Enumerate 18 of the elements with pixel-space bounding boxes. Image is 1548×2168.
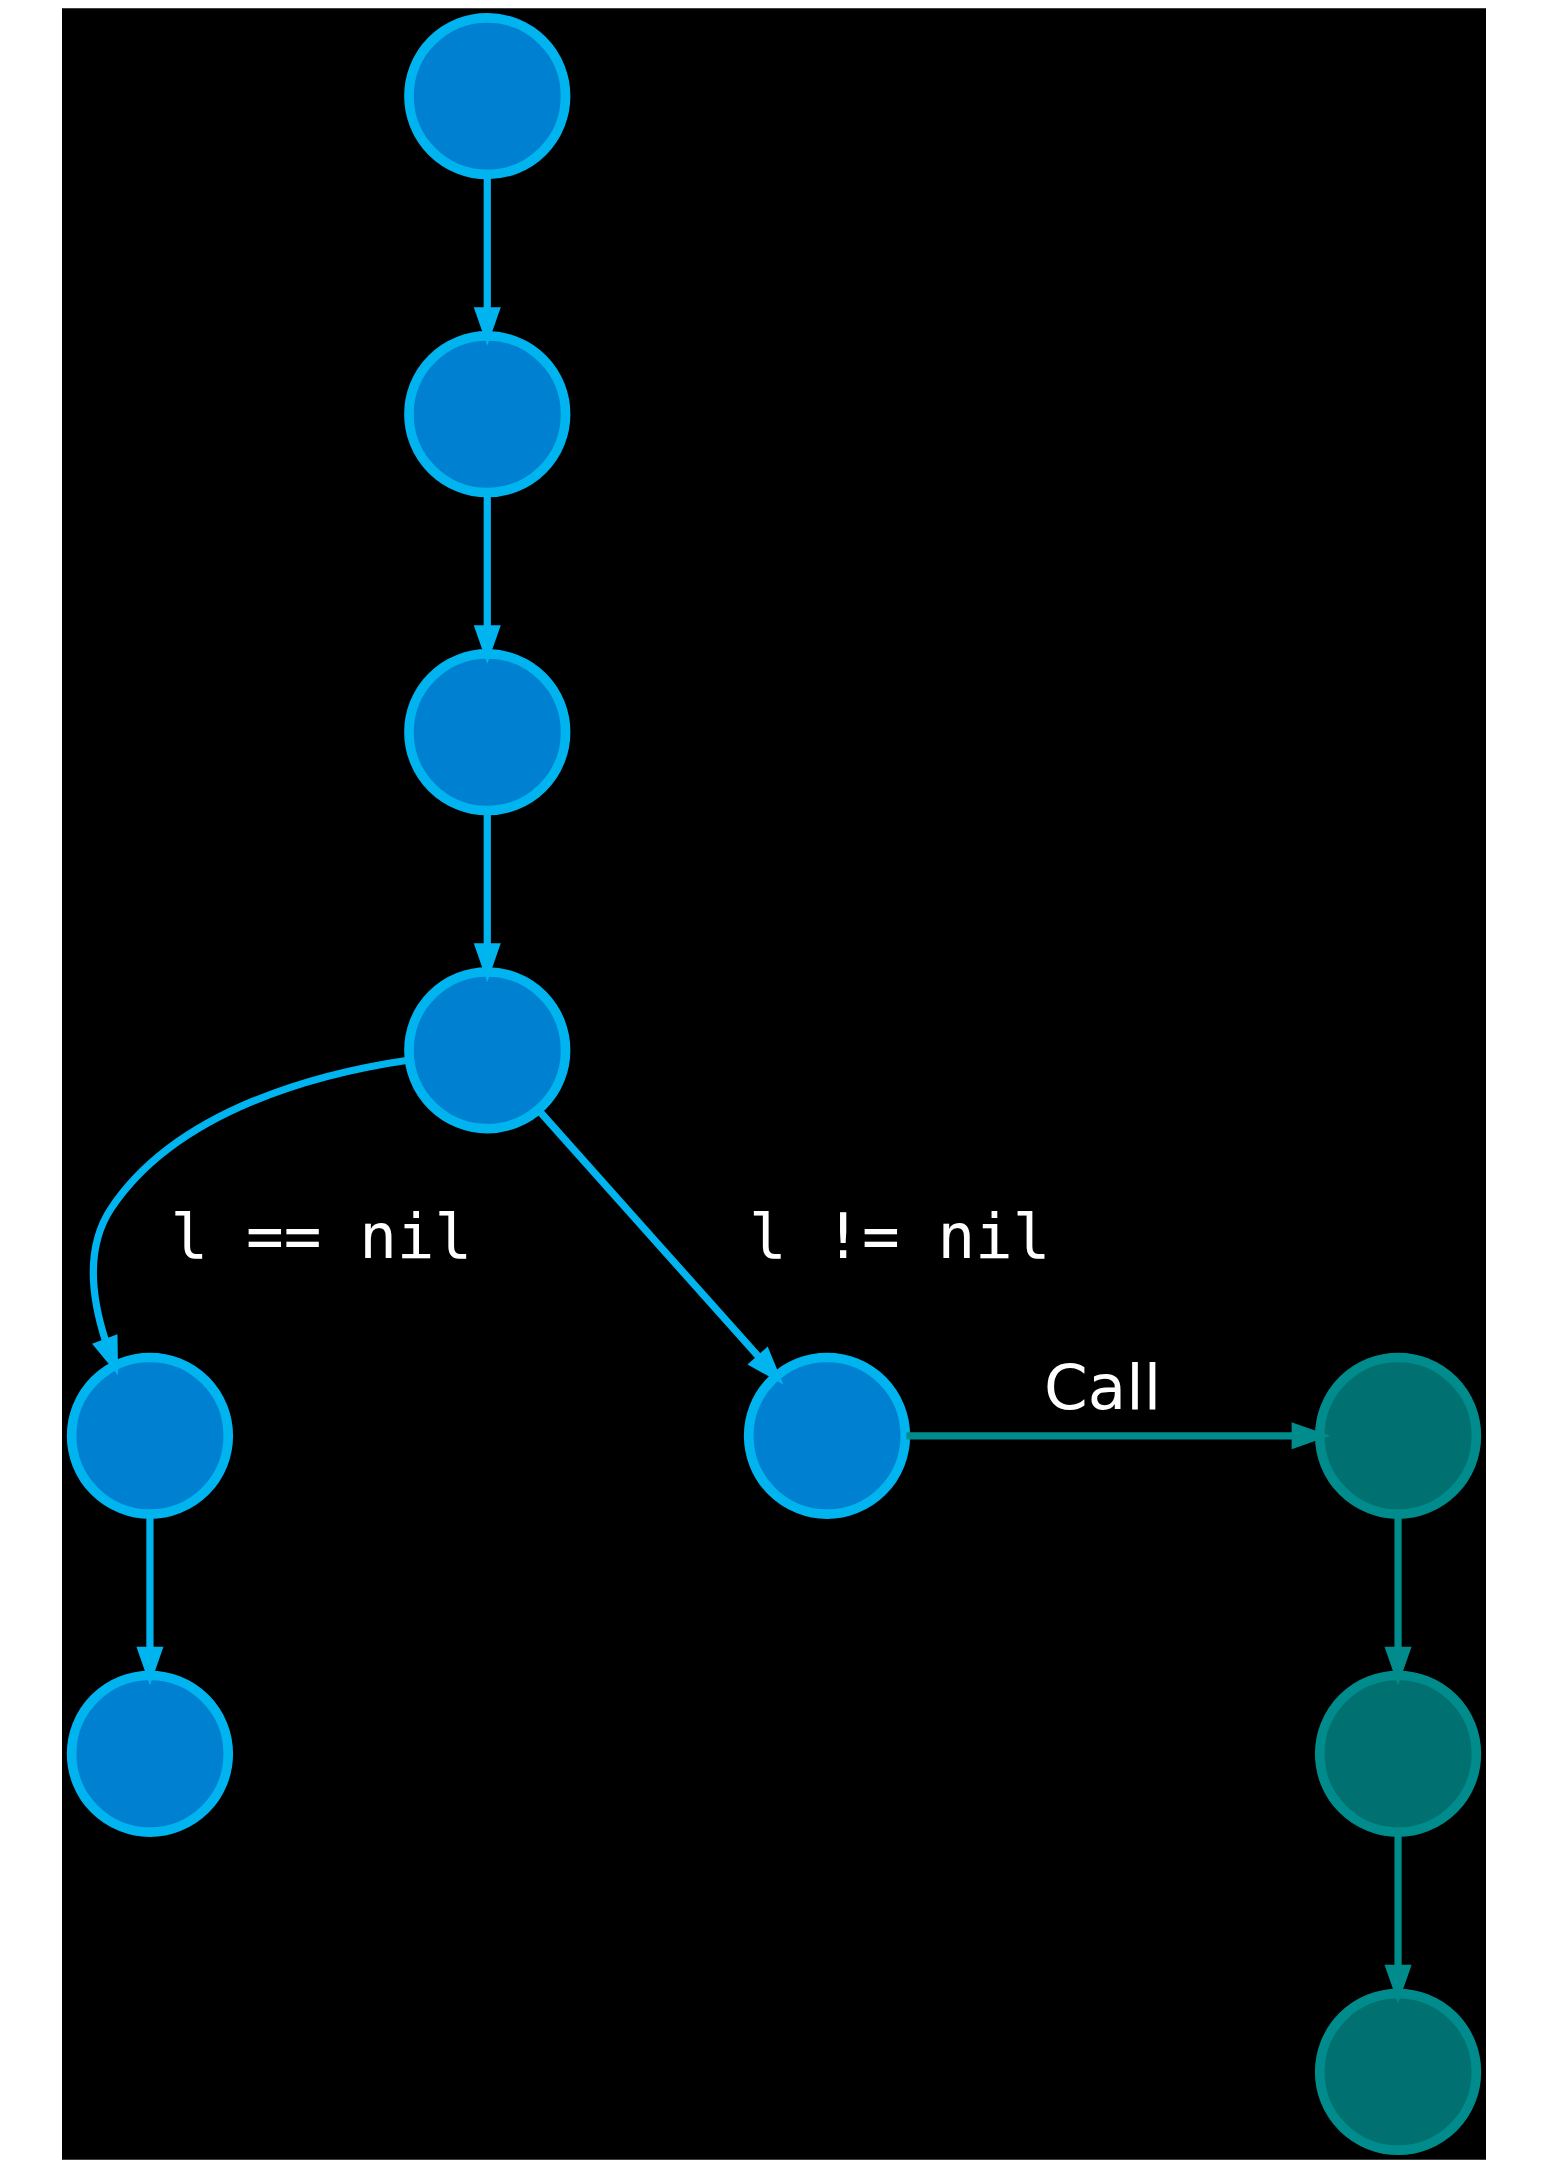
arrow [536, 1108, 784, 1385]
arrow [473, 175, 501, 346]
node-circle [404, 13, 571, 180]
node-circle [66, 1352, 234, 1519]
arrow [473, 811, 501, 982]
edge-label: l == nil [170, 1200, 473, 1274]
node-circle [743, 1352, 911, 1519]
arrow [906, 1422, 1331, 1450]
node-circle [66, 1670, 234, 1837]
edge-label: l != nil [748, 1200, 1051, 1274]
node-circle [1314, 1352, 1482, 1519]
edge-label: Call [1044, 1350, 1162, 1424]
node-circle [1314, 1670, 1482, 1837]
node-circle [404, 649, 571, 816]
arrow [473, 493, 501, 664]
node-circle [404, 967, 571, 1134]
node-circle [404, 331, 571, 498]
node-circle [1314, 1988, 1482, 2155]
